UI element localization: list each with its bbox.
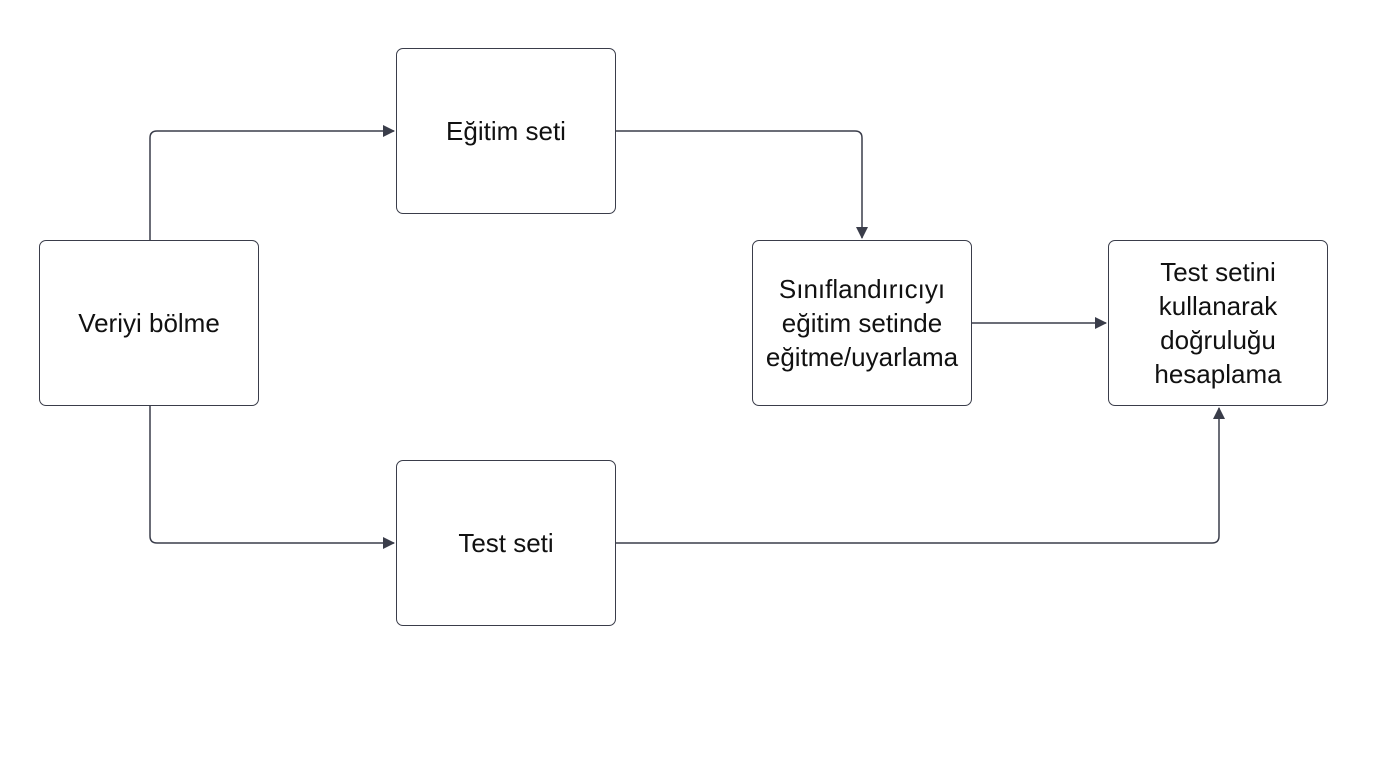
edge-split-to-train: [149, 125, 395, 240]
edge-split-to-test: [149, 406, 395, 549]
edge-train-to-fit: [616, 130, 868, 239]
node-training-set[interactable]: Eğitim seti: [396, 48, 616, 214]
node-test-set-label: Test seti: [458, 528, 554, 558]
node-train-classifier[interactable]: Sınıflandırıcıyı eğitim setinde eğitme/u…: [752, 240, 972, 406]
node-split-data[interactable]: Veriyi bölme: [39, 240, 259, 406]
node-test-set[interactable]: Test seti: [396, 460, 616, 626]
node-compute-accuracy[interactable]: Test setini kullanarak doğruluğu hesapla…: [1108, 240, 1328, 406]
node-train-classifier-label: Sınıflandırıcıyı eğitim setinde eğitme/u…: [765, 274, 959, 372]
edge-test-to-acc: [616, 407, 1225, 544]
node-compute-accuracy-label: Test setini kullanarak doğruluğu hesapla…: [1154, 257, 1282, 389]
node-split-data-label: Veriyi bölme: [78, 308, 220, 338]
node-training-set-label: Eğitim seti: [446, 116, 566, 146]
